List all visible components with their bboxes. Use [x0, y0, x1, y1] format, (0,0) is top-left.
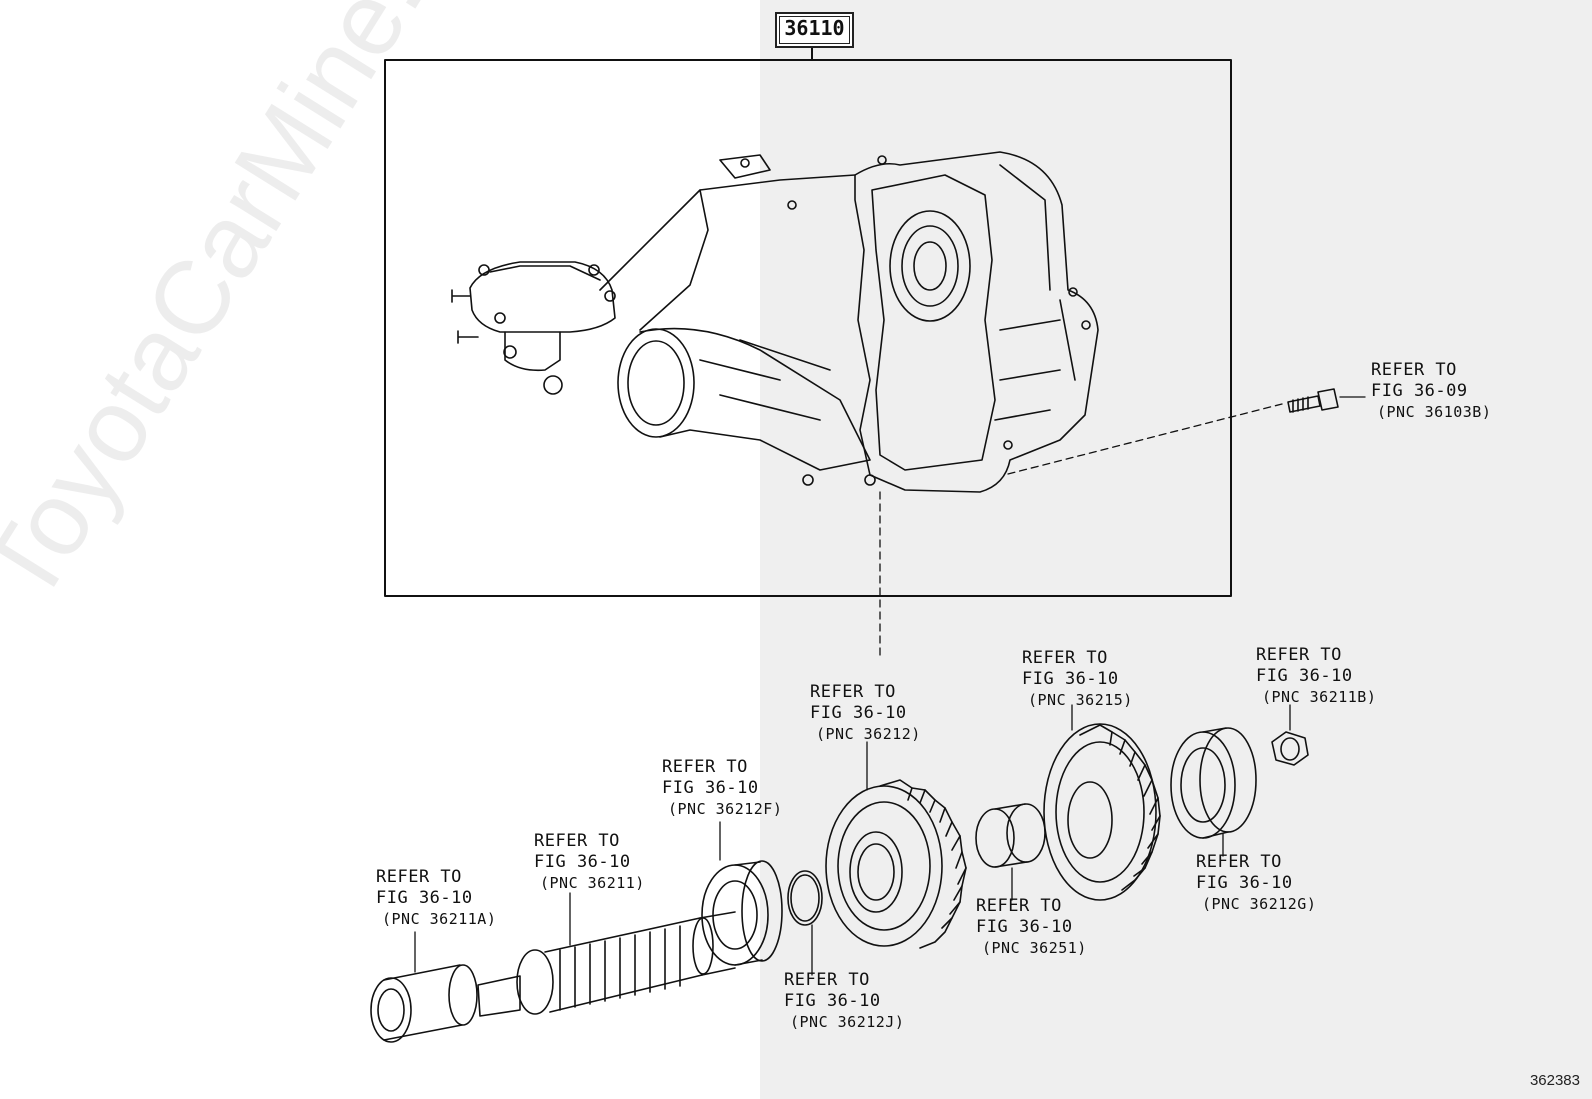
background-panel	[760, 0, 1592, 1099]
callout-refer-text: REFER TO	[1371, 360, 1457, 380]
bolt-part	[1287, 388, 1339, 413]
callout-fig-text: FIG 36-10	[376, 888, 473, 908]
bearing-part-left	[701, 860, 783, 966]
callout-pnc-text: (PNC 36212G)	[1202, 895, 1317, 913]
callout-36211B[interactable]: REFER TO FIG 36-10 (PNC 36211B)	[1256, 645, 1376, 708]
callout-fig-text: FIG 36-10	[810, 703, 907, 723]
snap-ring-part	[787, 870, 823, 926]
callout-fig-text: FIG 36-10	[1196, 873, 1293, 893]
figure-number: 362383	[1529, 1072, 1580, 1089]
callout-36212[interactable]: REFER TO FIG 36-10 (PNC 36212)	[810, 682, 921, 745]
callout-refer-text: REFER TO	[810, 682, 896, 702]
callout-pnc-text: (PNC 36211B)	[1262, 688, 1377, 706]
spacer-part	[975, 803, 1046, 868]
transfer-case-housing	[451, 151, 1099, 493]
callout-36212J[interactable]: REFER TO FIG 36-10 (PNC 36212J)	[784, 970, 904, 1033]
callout-pnc-text: (PNC 36211)	[540, 874, 645, 892]
callout-refer-text: REFER TO	[534, 831, 620, 851]
callout-refer-text: REFER TO	[1022, 648, 1108, 668]
callout-fig-text: FIG 36-10	[976, 917, 1073, 937]
callout-pnc-text: (PNC 36212F)	[668, 800, 783, 818]
callout-refer-text: REFER TO	[784, 970, 870, 990]
callout-fig-text: FIG 36-10	[662, 778, 759, 798]
callout-refer-text: REFER TO	[662, 757, 748, 777]
sleeve-part	[370, 964, 478, 1043]
input-shaft-part	[477, 911, 736, 1017]
callout-pnc-text: (PNC 36211A)	[382, 910, 497, 928]
callout-36211A[interactable]: REFER TO FIG 36-10 (PNC 36211A)	[376, 867, 496, 930]
assembly-part-number: 36110	[775, 12, 854, 48]
callout-fig-text: FIG 36-10	[1256, 666, 1353, 686]
callout-fig-text: FIG 36-10	[534, 852, 631, 872]
gear-part-right	[1043, 723, 1161, 901]
callout-36103B[interactable]: REFER TO FIG 36-09 (PNC 36103B)	[1371, 360, 1491, 423]
callout-36215[interactable]: REFER TO FIG 36-10 (PNC 36215)	[1022, 648, 1133, 711]
callout-36212F[interactable]: REFER TO FIG 36-10 (PNC 36212F)	[662, 757, 782, 820]
callout-refer-text: REFER TO	[976, 896, 1062, 916]
assembly-frame	[384, 59, 1232, 597]
gear-part-center	[825, 779, 967, 949]
callout-fig-text: FIG 36-10	[784, 991, 881, 1011]
bolt-dashed-leader	[1007, 403, 1283, 475]
callout-36251[interactable]: REFER TO FIG 36-10 (PNC 36251)	[976, 896, 1087, 959]
callout-refer-text: REFER TO	[1196, 852, 1282, 872]
callout-leaders	[414, 704, 1291, 976]
callout-fig-text: FIG 36-09	[1371, 381, 1468, 401]
callout-refer-text: REFER TO	[1256, 645, 1342, 665]
bearing-part-right	[1170, 727, 1257, 839]
callout-pnc-text: (PNC 36212)	[816, 725, 921, 743]
callout-refer-text: REFER TO	[376, 867, 462, 887]
callout-pnc-text: (PNC 36103B)	[1377, 403, 1492, 421]
callout-pnc-text: (PNC 36212J)	[790, 1013, 905, 1031]
callout-fig-text: FIG 36-10	[1022, 669, 1119, 689]
callout-36211[interactable]: REFER TO FIG 36-10 (PNC 36211)	[534, 831, 645, 894]
callout-pnc-text: (PNC 36215)	[1028, 691, 1133, 709]
nut-part	[1271, 731, 1309, 766]
callout-pnc-text: (PNC 36251)	[982, 939, 1087, 957]
callout-36212G[interactable]: REFER TO FIG 36-10 (PNC 36212G)	[1196, 852, 1316, 915]
